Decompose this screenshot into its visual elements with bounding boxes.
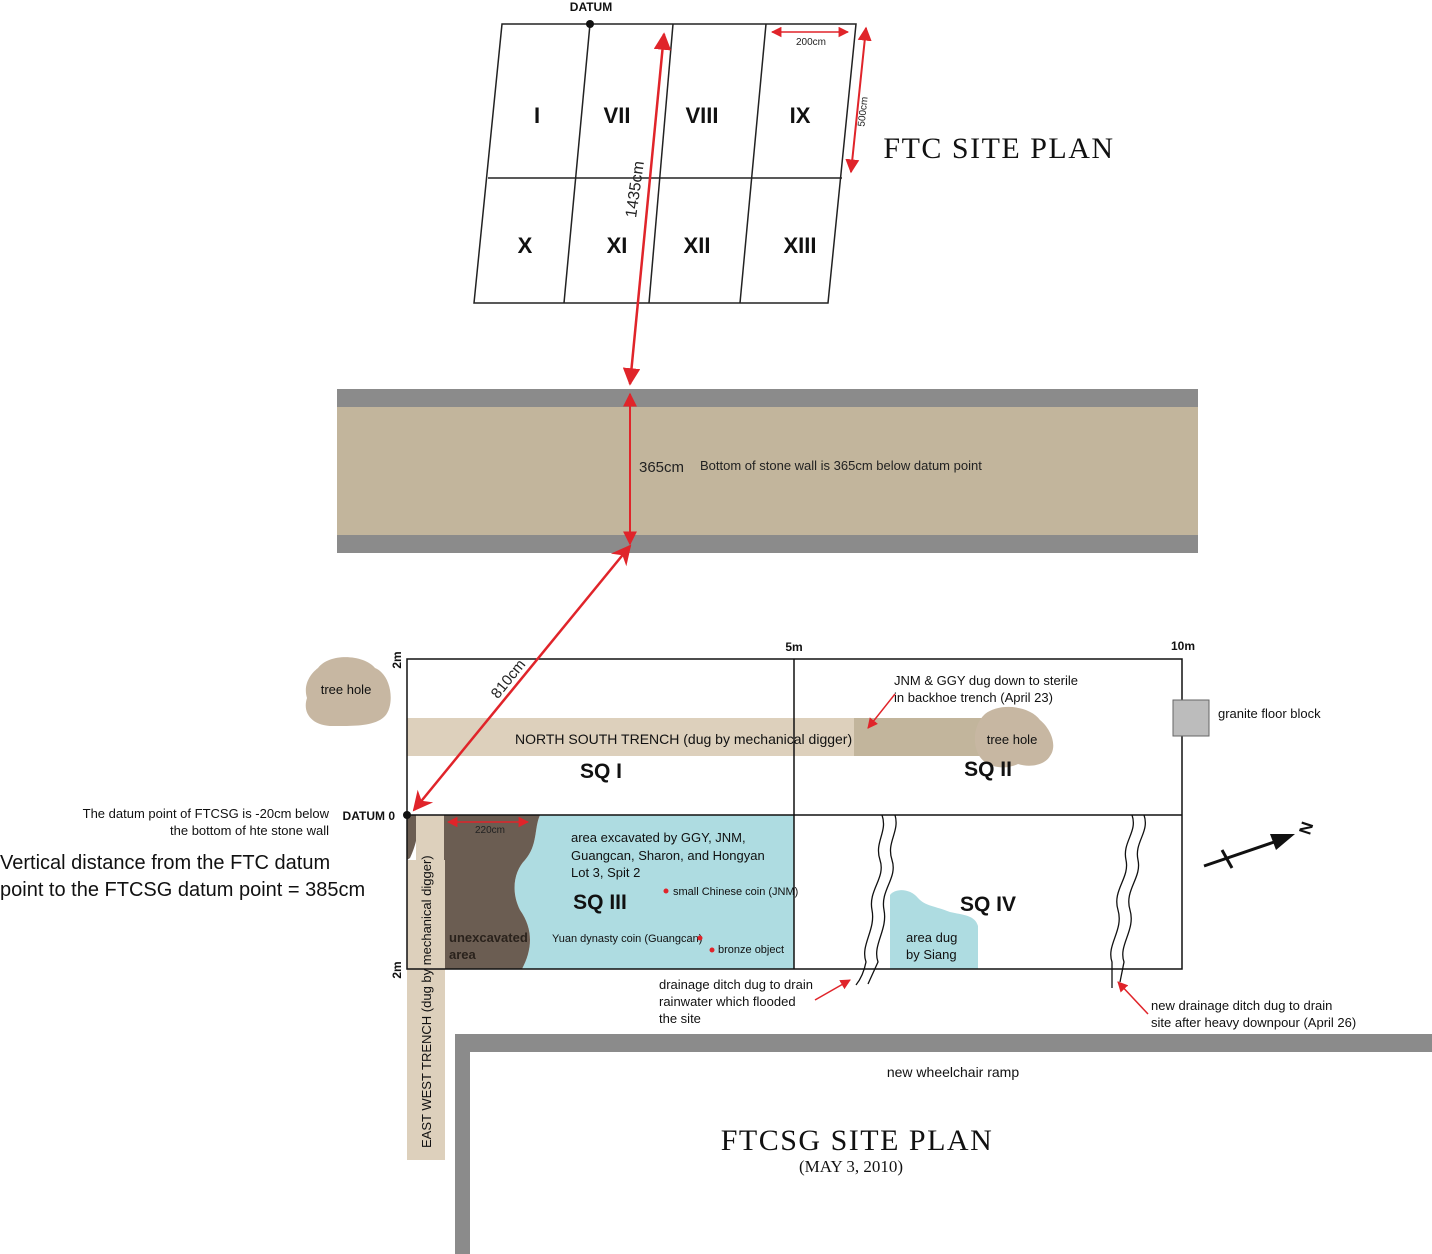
ftcsg-datum-label: DATUM 0 [343, 809, 396, 823]
find-marker-bronze [709, 947, 715, 953]
new-drainage-ditch-note: new drainage ditch dug to drain [1151, 998, 1332, 1013]
ftc-diagonal-dim-arrow [622, 32, 672, 386]
stone-wall: 365cm Bottom of stone wall is 365cm belo… [337, 389, 1198, 553]
vertical-distance-note: Vertical distance from the FTC datum [0, 852, 330, 874]
ftc-site-plan-title: FTC SITE PLAN [883, 132, 1114, 165]
stone-wall-depth-label: 365cm [639, 459, 684, 476]
ftcsg-square-label: SQ III [573, 891, 627, 914]
excavated-note: area excavated by GGY, JNM, [571, 830, 746, 845]
wheelchair-ramp-label: new wheelchair ramp [887, 1064, 1019, 1080]
jnm-ggy-note-arrow [867, 693, 896, 729]
ftcsg-site-plan: tree hole granite floor block 5m 10m [0, 544, 1432, 1254]
excavated-note: Lot 3, Spit 2 [571, 865, 640, 880]
ftc-square-label: VIII [685, 103, 718, 128]
find-label-yuan-coin: Yuan dynasty coin (Guangcan) [552, 933, 702, 945]
ftc-site-plan: DATUM I VII VIII IX X XI XII XIII 200cm … [473, 0, 1114, 386]
ftc-square-label: XI [607, 233, 628, 258]
unexcavated-area [444, 815, 540, 969]
excavated-area-sq3 [514, 815, 794, 969]
new-drainage-ditch [1110, 814, 1134, 988]
ftcsg-site-plan-date: (MAY 3, 2010) [799, 1157, 903, 1176]
ftc-grid-divider [563, 23, 591, 304]
find-marker-yuan-coin [697, 935, 703, 941]
ftc-height-dim-arrow [845, 26, 872, 174]
ftc-square-label: IX [790, 103, 811, 128]
siang-area-label: area dug [906, 930, 957, 945]
ftc-square-label: I [534, 103, 540, 128]
side-label-top: 2m [390, 651, 404, 668]
north-south-trench-label: NORTH SOUTH TRENCH (dug by mechanical di… [515, 731, 852, 747]
drainage-ditch-note-arrow [814, 979, 851, 1001]
new-drainage-ditch-note-arrow [1117, 981, 1149, 1015]
ftc-grid-divider [739, 23, 767, 304]
stone-wall-top-edge [337, 389, 1198, 407]
ftc-grid-outline [473, 23, 857, 304]
ftcsg-square-label: SQ I [580, 760, 622, 783]
north-arrow-icon: N [1203, 819, 1318, 869]
siang-area-label: by Siang [906, 947, 957, 962]
drainage-ditch-note: drainage ditch dug to drain [659, 977, 813, 992]
ftc-height-dim-label: 500cm [856, 96, 870, 127]
new-drainage-ditch-note: site after heavy downpour (April 26) [1151, 1015, 1356, 1030]
ftc-datum-label: DATUM [570, 0, 612, 14]
east-west-trench-top [416, 815, 444, 860]
find-label-small-coin: small Chinese coin (JNM) [673, 886, 798, 898]
vertical-distance-note: point to the FTCSG datum point = 385cm [0, 879, 365, 901]
ftcsg-square-label: SQ IV [960, 893, 1016, 916]
jnm-ggy-note: in backhoe trench (April 23) [894, 690, 1053, 705]
jnm-ggy-note: JNM & GGY dug down to sterile [894, 673, 1078, 688]
ftcsg-site-plan-title: FTCSG SITE PLAN [721, 1124, 994, 1157]
stone-wall-bottom-edge [337, 535, 1198, 553]
tree-hole-shape [305, 657, 391, 727]
east-west-trench-label: EAST WEST TRENCH (dug by mechanical digg… [419, 855, 434, 1148]
datum-note: the bottom of hte stone wall [170, 823, 329, 838]
ftc-datum-point [586, 20, 594, 28]
drainage-ditch-note: rainwater which flooded [659, 994, 796, 1009]
unexcavated-strip [407, 815, 418, 860]
scale-label-10m: 10m [1171, 639, 1195, 653]
unexcavated-label: unexcavated [449, 930, 528, 945]
excavated-note: Guangcan, Sharon, and Hongyan [571, 848, 765, 863]
dim-220-label: 220cm [475, 825, 505, 836]
north-arrow-label: N [1296, 819, 1318, 837]
area-dug-by-siang [890, 890, 978, 969]
find-marker-small-coin [663, 888, 669, 894]
ftcsg-square-label: SQ II [964, 758, 1012, 781]
drainage-ditch [855, 814, 885, 986]
ftc-square-label: XIII [783, 233, 816, 258]
drainage-ditch-note: the site [659, 1011, 701, 1026]
tree-hole-label: tree hole [321, 682, 372, 697]
stone-wall-note: Bottom of stone wall is 365cm below datu… [700, 458, 982, 473]
side-label-bottom: 2m [390, 961, 404, 978]
tree-hole-shape [974, 706, 1054, 768]
new-drainage-ditch [1119, 814, 1146, 983]
granite-floor-block-label: granite floor block [1218, 706, 1321, 721]
scale-label-5m: 5m [785, 640, 802, 654]
drainage-ditch [867, 814, 897, 985]
ftc-width-dim-label: 200cm [796, 37, 826, 48]
stone-wall-body [337, 407, 1198, 535]
ftc-square-label: XII [684, 233, 711, 258]
tree-hole-label: tree hole [987, 732, 1038, 747]
ftc-square-label: X [518, 233, 533, 258]
unexcavated-label: area [449, 947, 477, 962]
east-west-trench [407, 860, 445, 1160]
ftc-square-label: VII [604, 103, 631, 128]
ftcsg-datum-point [403, 811, 411, 819]
ftcsg-diagonal-dim-arrow [412, 544, 632, 812]
find-label-bronze: bronze object [718, 944, 784, 956]
granite-floor-block [1172, 699, 1210, 737]
datum-note: The datum point of FTCSG is -20cm below [83, 806, 330, 821]
